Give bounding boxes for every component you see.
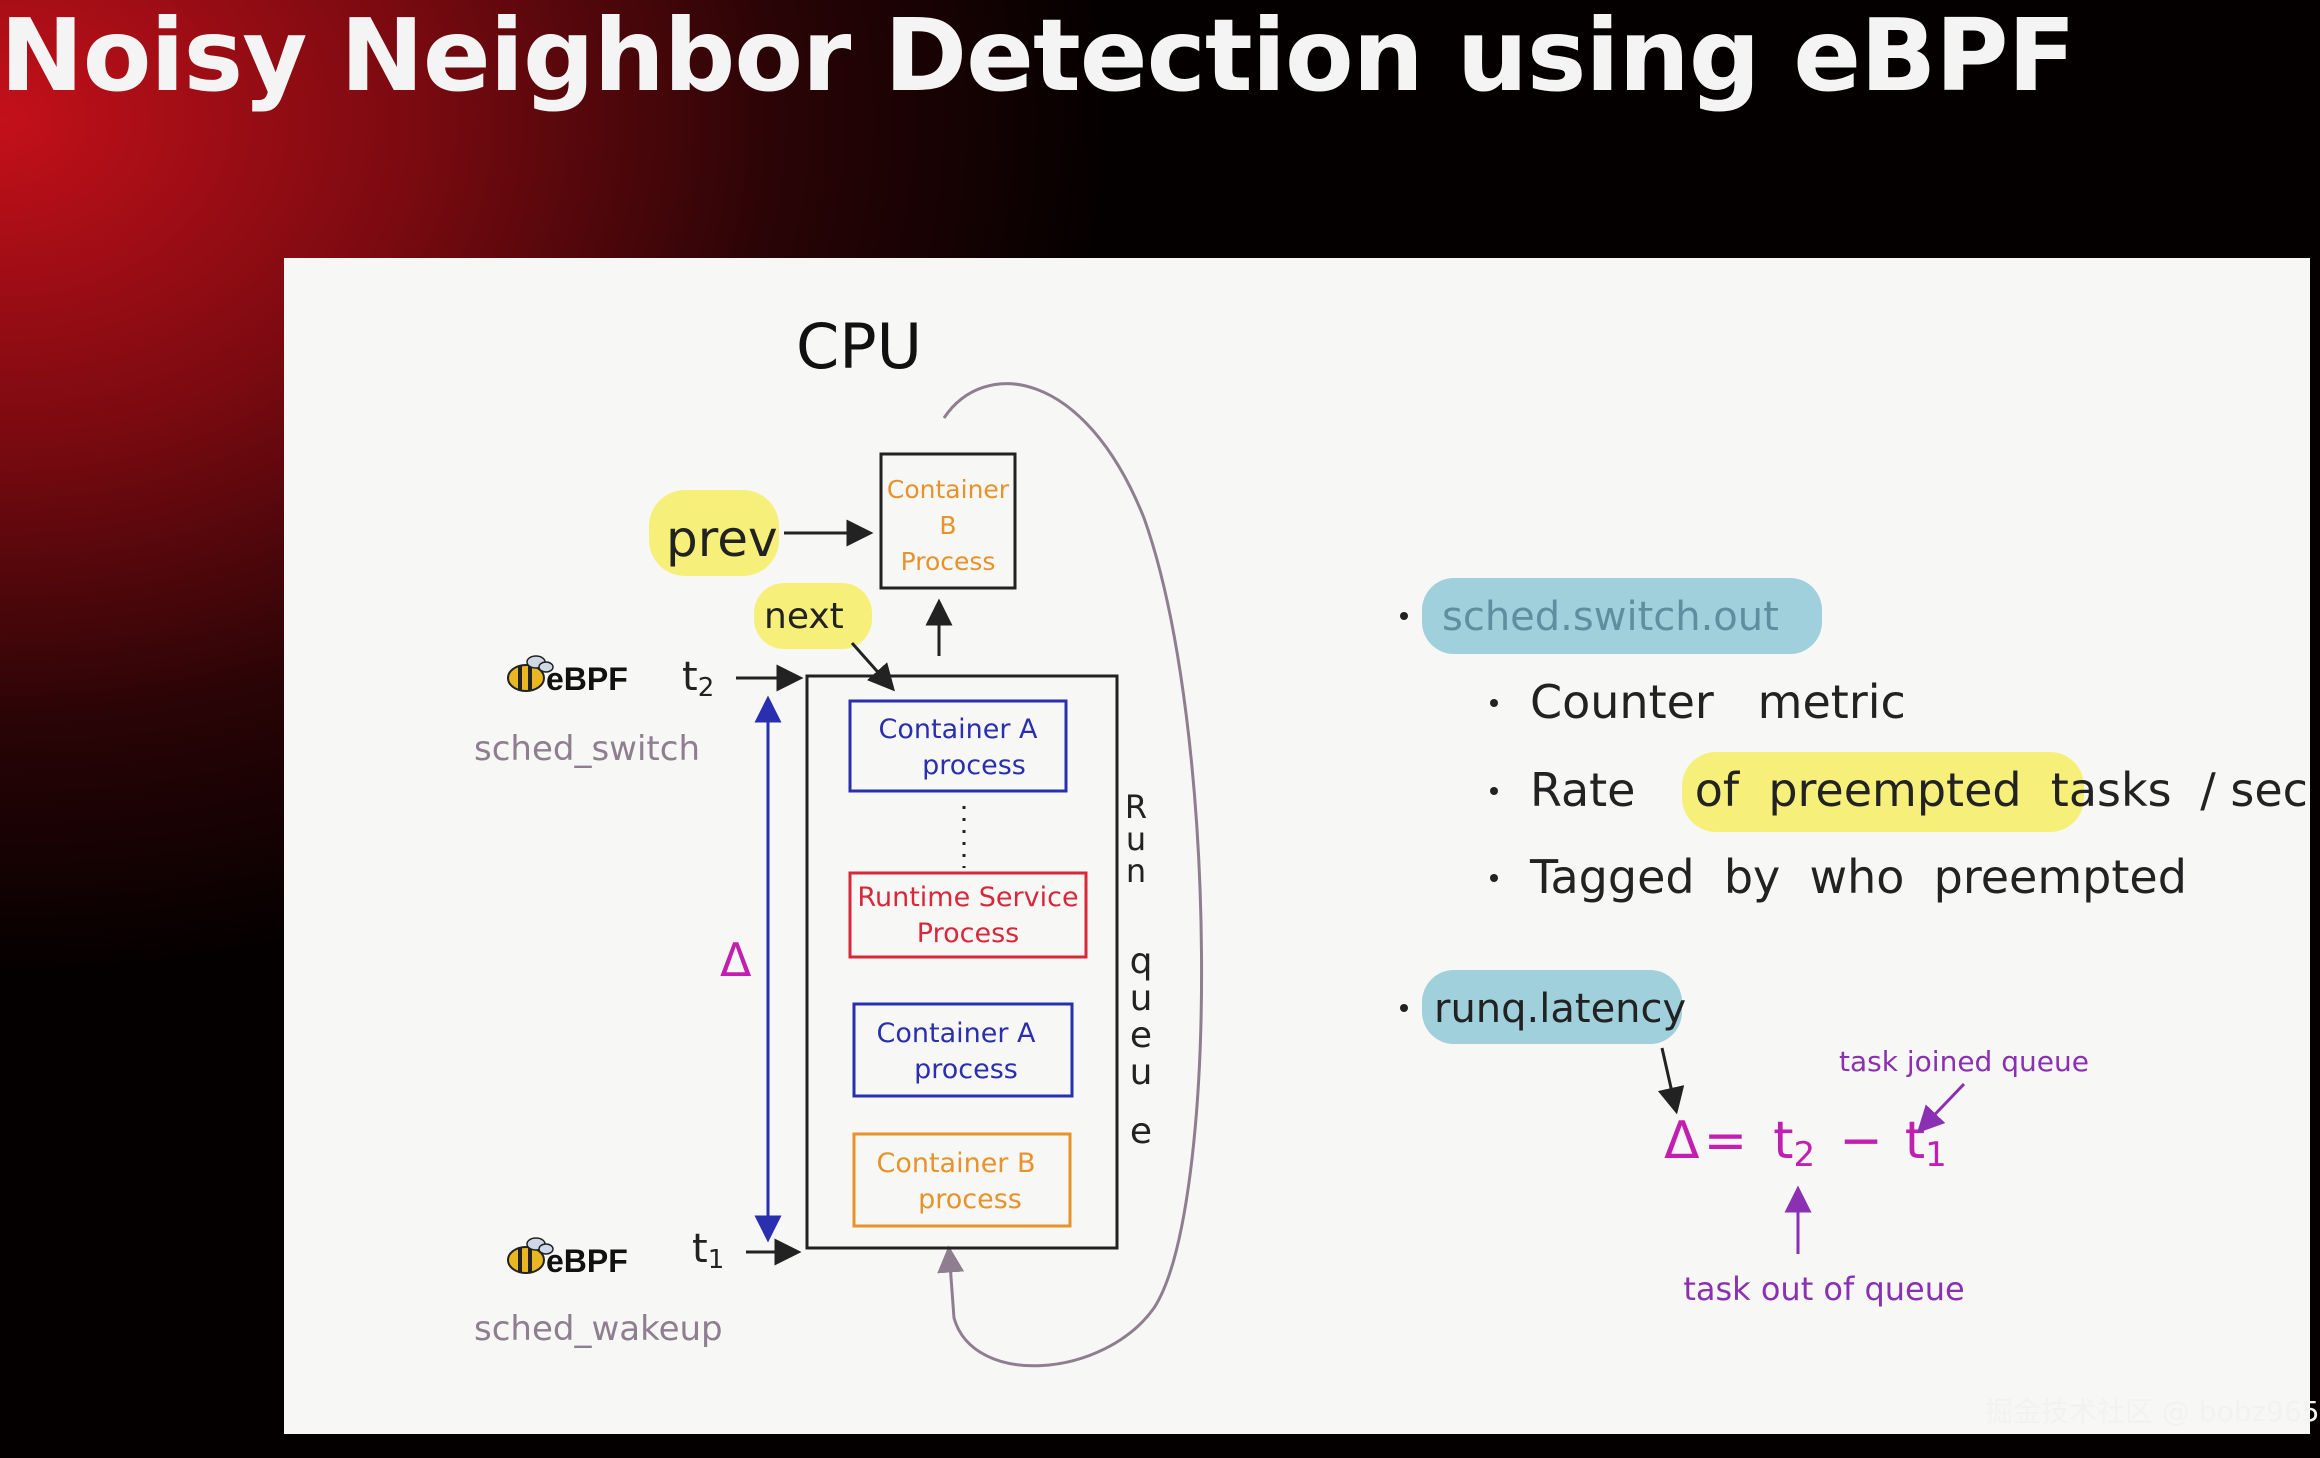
label-task-joined-queue: task joined queue — [1839, 1045, 2089, 1078]
slide-title: Noisy Neighbor Detection using eBPF — [0, 0, 2076, 114]
queue-item-line1: Runtime Service — [857, 882, 1078, 913]
joined-queue-arrow — [1916, 1082, 1966, 1134]
time-t2: t2 — [682, 654, 714, 703]
metric1-name: sched.switch.out — [1442, 594, 1779, 640]
metric2-name: runq.latency — [1434, 986, 1686, 1032]
metric1-bullet-2: Rate of preempted tasks / sec — [1530, 763, 2308, 817]
cpu-box-line2: B — [939, 511, 956, 540]
bullet-dot — [1490, 874, 1498, 882]
label-task-out-of-queue: task out of queue — [1683, 1270, 1964, 1308]
queue-item-box — [852, 1002, 1074, 1098]
queue-item-line2: Process — [917, 918, 1019, 949]
cpu-box-line1: Container — [887, 475, 1010, 504]
metric1-bullet-1: Counter metric — [1530, 675, 1906, 729]
next-arrow — [850, 642, 895, 692]
bullet-dot — [1490, 699, 1498, 707]
queue-item-line1: Container A — [879, 714, 1039, 745]
bullet-dot — [1400, 612, 1408, 620]
run-queue-letter: u — [1130, 978, 1153, 1019]
queue-item-box — [852, 1132, 1072, 1228]
queue-item-line2: process — [922, 750, 1026, 781]
metric1-bullet-3: Tagged by who preempted — [1529, 850, 2187, 904]
run-queue-letter: e — [1130, 1111, 1152, 1152]
queue-item-line2: process — [914, 1054, 1018, 1085]
time-t1: t1 — [692, 1226, 724, 1275]
run-queue-letter: n — [1126, 852, 1146, 890]
next-highlight — [754, 583, 872, 649]
whiteboard: CPU prev Container B Process next Contai… — [284, 258, 2310, 1434]
bullet-dot — [1400, 1004, 1408, 1012]
run-queue-letter: q — [1130, 941, 1153, 982]
run-queue-letter: e — [1130, 1015, 1152, 1056]
bullet-dot — [1490, 787, 1498, 795]
queue-item-line2: process — [918, 1184, 1022, 1215]
ebpf-bee-icon — [507, 1237, 554, 1274]
ebpf-logo: eBPF — [546, 1243, 628, 1279]
next-label: next — [764, 596, 844, 637]
latency-formula: Δ=t2−t1 — [1664, 1111, 1947, 1175]
queue-item-line1: Container B — [876, 1148, 1035, 1179]
ebpf-logo: eBPF — [546, 661, 628, 697]
metric2-arrow — [1657, 1047, 1685, 1115]
metric1-highlight — [1422, 578, 1822, 654]
queue-item-line1: Container A — [877, 1018, 1037, 1049]
watermark: 掘金技术社区 @ bobz965 — [1985, 1395, 2320, 1428]
metric2-highlight — [1422, 970, 1682, 1044]
diagram-canvas: CPU prev Container B Process next Contai… — [474, 310, 2308, 1368]
hook-sched-wakeup: sched_wakeup — [474, 1309, 723, 1349]
queue-item-box — [848, 699, 1068, 793]
cpu-label: CPU — [796, 310, 922, 383]
prev-label: prev — [666, 510, 778, 568]
run-queue-letter: u — [1130, 1052, 1153, 1093]
queue-item-box — [848, 871, 1088, 959]
cpu-process-box — [879, 452, 1017, 590]
run-queue-letter: R — [1125, 788, 1147, 826]
run-queue-letter: u — [1126, 820, 1146, 858]
hook-sched-switch: sched_switch — [474, 729, 700, 769]
requeue-loop-curve — [937, 382, 1204, 1368]
ebpf-bee-icon — [507, 655, 554, 692]
prev-highlight — [649, 490, 779, 576]
preempted-highlight — [1682, 752, 2084, 832]
delta-symbol: Δ — [720, 933, 752, 987]
cpu-box-line3: Process — [901, 547, 996, 576]
run-queue-box — [805, 674, 1119, 1250]
